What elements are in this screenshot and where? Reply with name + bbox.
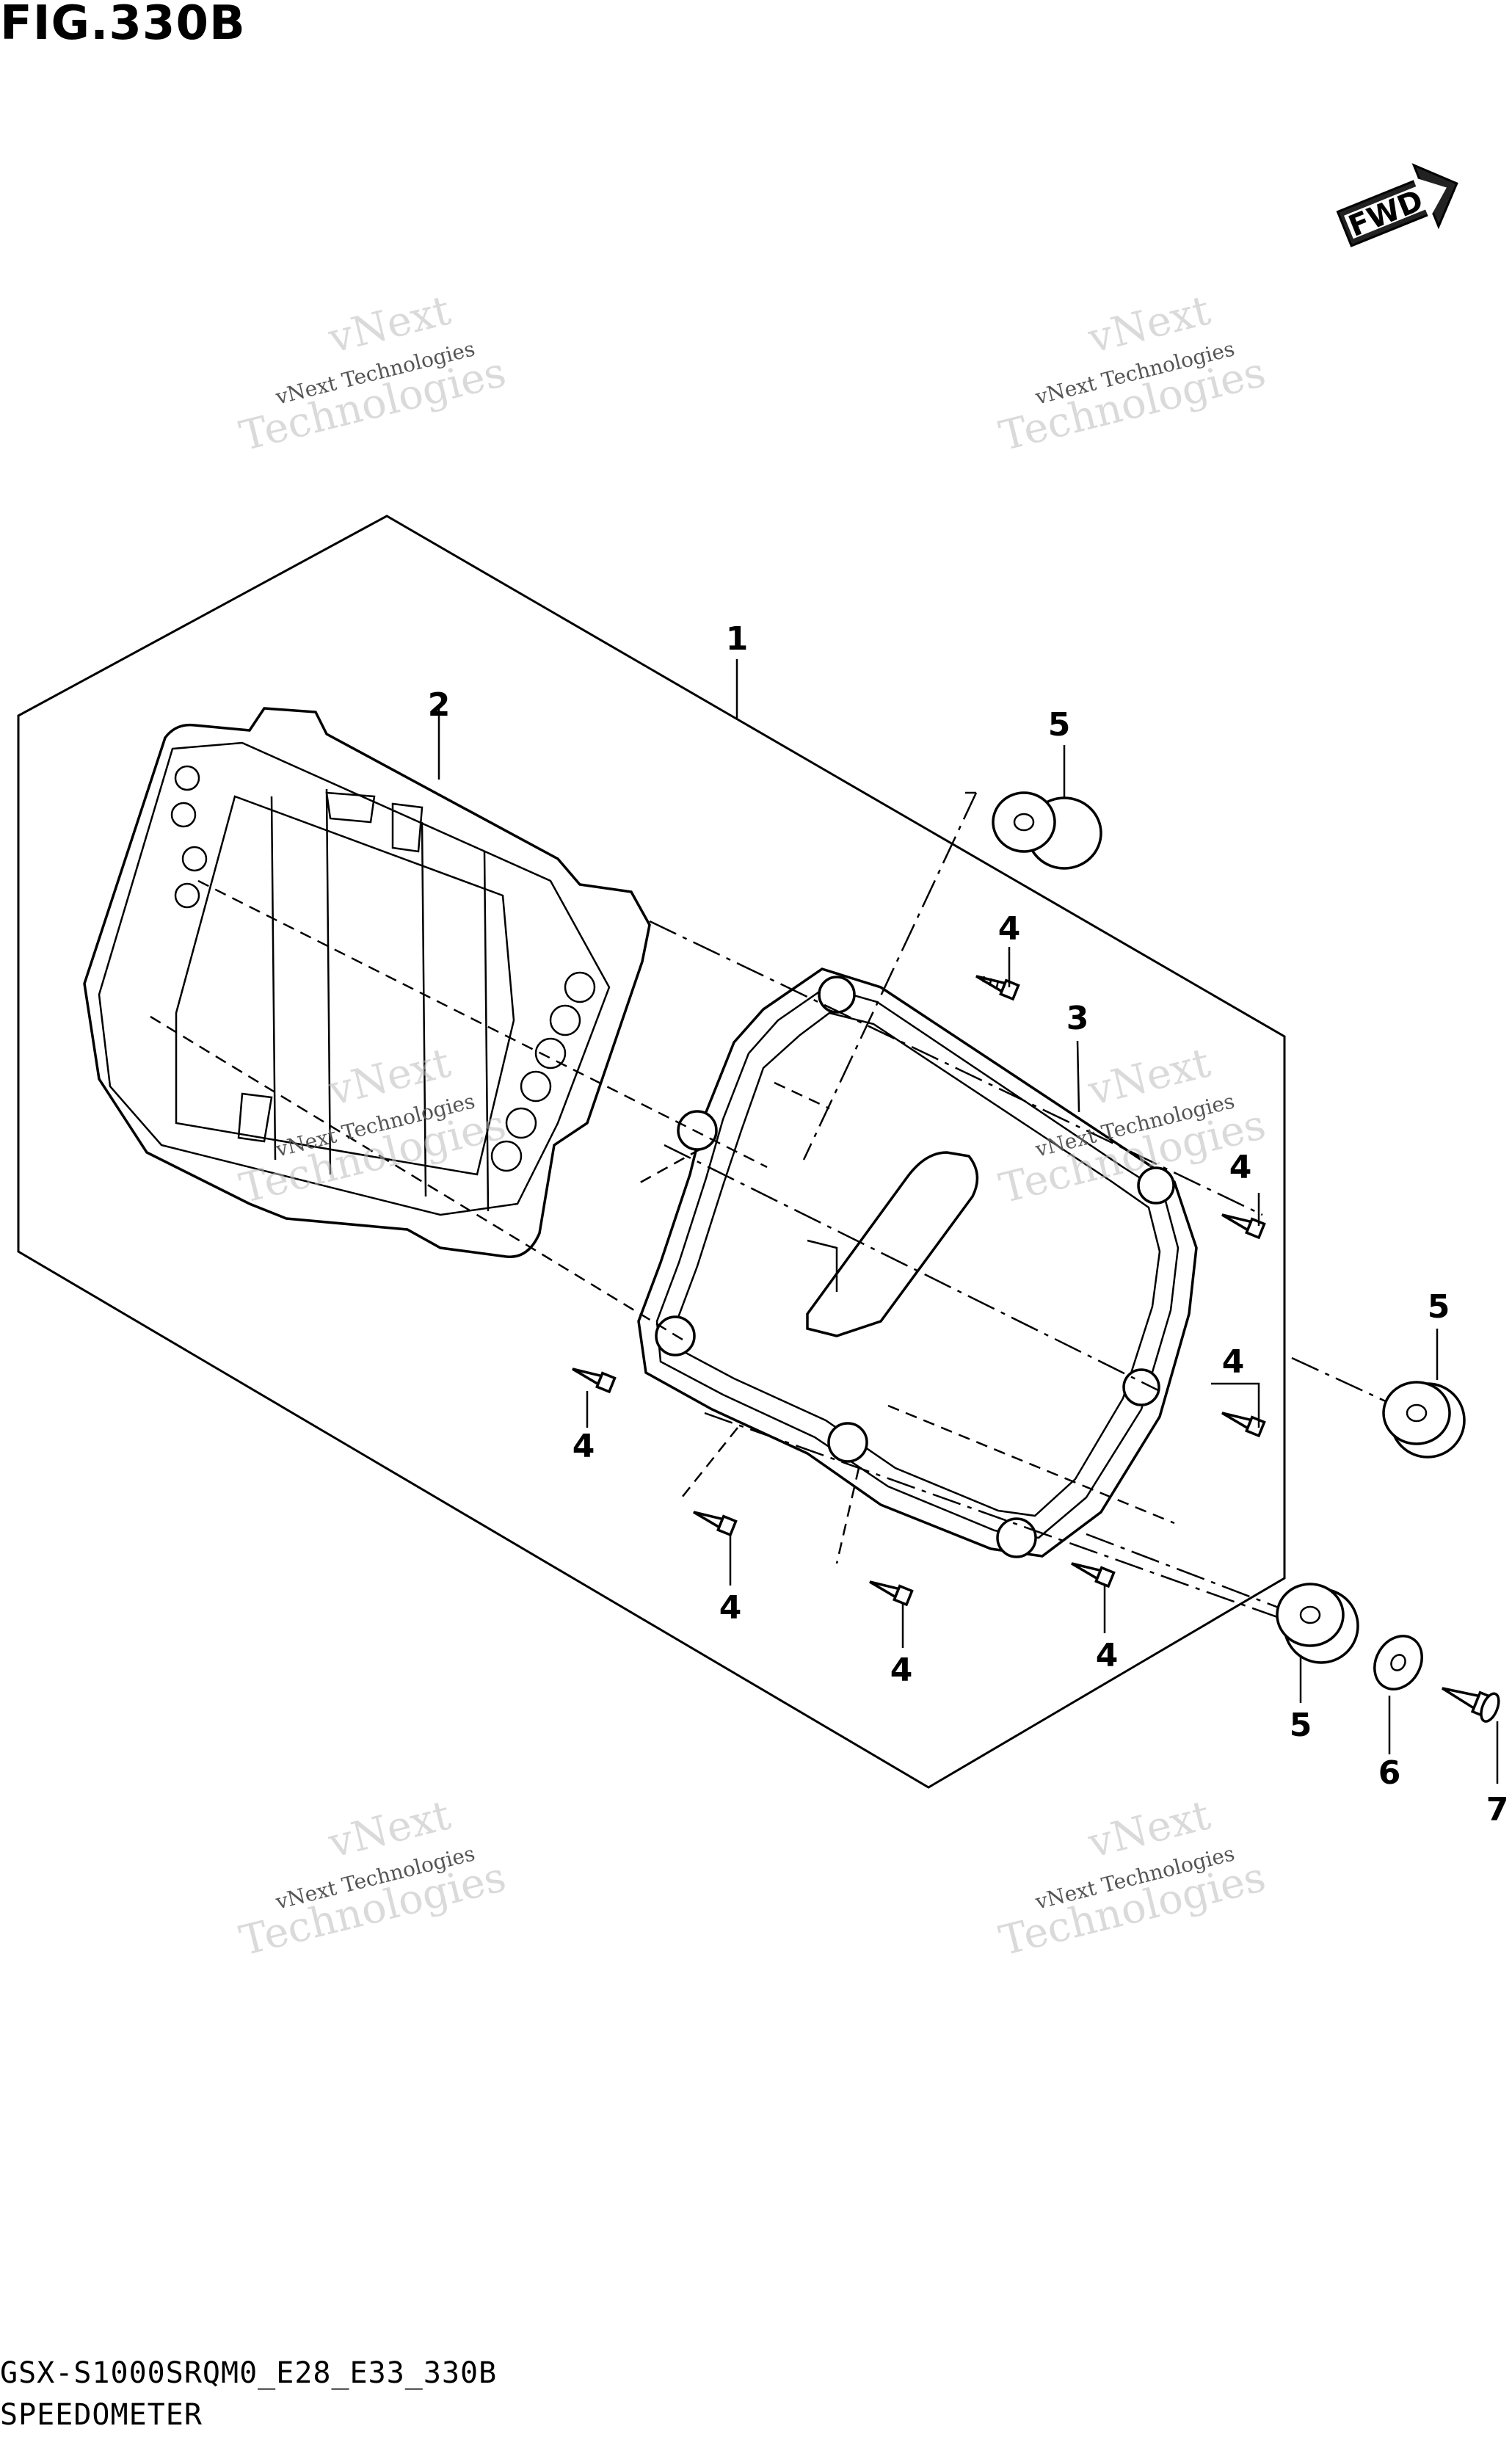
- screw-leaders: [586, 947, 1260, 1648]
- bolt-part-7: [1442, 1687, 1500, 1723]
- watermark-top-right: vNext Technologies vNext Technologies: [995, 286, 1270, 460]
- assembly-outline: [17, 515, 1286, 1789]
- figure-title: FIG.330B: [0, 0, 246, 51]
- callout-4-b: 4: [1229, 1149, 1252, 1186]
- screw-part-4-e: [693, 1511, 738, 1537]
- callout-2: 2: [428, 686, 451, 724]
- callout-6: 6: [1378, 1754, 1401, 1792]
- leader-line-3: [1076, 1040, 1080, 1113]
- callout-5-c: 5: [1290, 1707, 1312, 1744]
- watermark-bottom-left: vNext Technologies vNext Technologies: [235, 1791, 510, 1965]
- fwd-arrow-icon: FWD: [1336, 163, 1458, 247]
- callout-4-e: 4: [719, 1589, 742, 1627]
- callout-5-b: 5: [1428, 1288, 1450, 1326]
- grommet-part-5-right: [1382, 1329, 1466, 1459]
- screw-part-4-b: [1221, 1213, 1266, 1240]
- screw-part-4-f: [869, 1580, 914, 1607]
- callout-4-f: 4: [890, 1652, 913, 1689]
- screw-part-4-c: [1221, 1412, 1266, 1438]
- callout-4-a: 4: [998, 910, 1021, 948]
- callout-7: 7: [1486, 1791, 1509, 1828]
- assembly-center-lines: [150, 791, 1388, 1624]
- callout-4-d: 4: [573, 1428, 595, 1465]
- screw-part-4-d: [572, 1368, 617, 1394]
- watermark-bottom-right: vNext Technologies vNext Technologies: [995, 1791, 1270, 1965]
- figure-code: GSX-S1000SRQM0_E28_E33_330B: [0, 2356, 498, 2390]
- callout-4-g: 4: [1096, 1637, 1119, 1674]
- speedometer-housing: [83, 707, 651, 1258]
- callout-4-c: 4: [1222, 1343, 1245, 1381]
- figure-name: SPEEDOMETER: [0, 2398, 203, 2432]
- washer-part-6: [1373, 1635, 1423, 1754]
- callout-1: 1: [726, 620, 749, 658]
- screw-part-4-g: [1071, 1562, 1116, 1588]
- speedometer-cover-bracket: [637, 967, 1198, 1558]
- callout-3: 3: [1066, 1000, 1089, 1037]
- screw-part-4-a: [975, 975, 1020, 1001]
- watermark-top-left: vNext Technologies vNext Technologies: [235, 286, 510, 460]
- grommet-part-5-top: [992, 745, 1102, 870]
- callout-5-a: 5: [1048, 706, 1071, 744]
- grommet-part-5-bottom: [1276, 1583, 1359, 1703]
